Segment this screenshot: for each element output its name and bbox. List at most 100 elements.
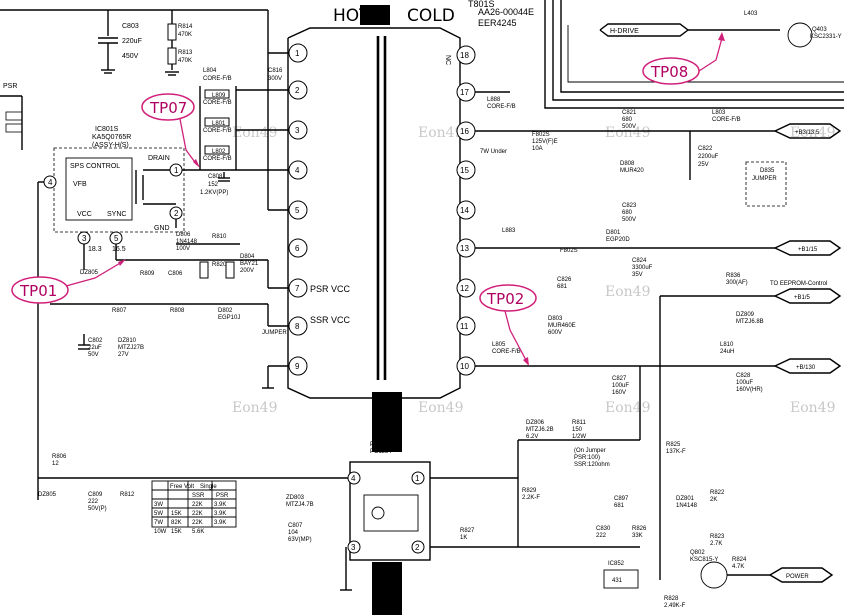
- svg-text:CORE-F/B: CORE-F/B: [492, 349, 521, 355]
- svg-text:L803: L803: [712, 110, 726, 116]
- error-amp: DZ806 MTZJ6.2B 6.2V R811 150 1/2W (On Ju…: [460, 420, 834, 609]
- tp02-callout: TP02: [479, 284, 537, 366]
- tp01-callout: TP01: [11, 259, 126, 304]
- svg-text:5.6K: 5.6K: [192, 529, 204, 535]
- svg-text:16.5: 16.5: [112, 246, 126, 253]
- svg-text:200V: 200V: [240, 268, 254, 274]
- svg-text:R822: R822: [710, 490, 725, 496]
- svg-text:GND: GND: [154, 225, 170, 232]
- svg-text:EGP10J: EGP10J: [218, 315, 240, 321]
- svg-text:Single: Single: [200, 484, 217, 490]
- svg-text:35V: 35V: [632, 272, 643, 278]
- svg-text:R825: R825: [666, 442, 681, 448]
- svg-text:L805: L805: [492, 342, 506, 348]
- svg-text:7W: 7W: [154, 520, 163, 526]
- svg-text:MUR420: MUR420: [620, 168, 644, 174]
- svg-text:C808: C808: [208, 174, 223, 180]
- svg-text:ZD803: ZD803: [286, 495, 305, 501]
- svg-text:6.2V: 6.2V: [526, 434, 538, 440]
- eeprom-label: TO EEPROM-Control: [770, 281, 827, 287]
- svg-text:C807: C807: [288, 523, 303, 529]
- svg-text:L802: L802: [212, 149, 226, 155]
- hot-cold-block: [360, 5, 390, 25]
- svg-text:125V(F)E: 125V(F)E: [532, 139, 558, 145]
- svg-text:IC801S: IC801S: [95, 126, 119, 133]
- ferrite-beads: L804 CORE-F/B L809 CORE-F/B L801 CORE-F/…: [180, 68, 289, 196]
- svg-text:5W: 5W: [154, 511, 163, 517]
- svg-text:3: 3: [82, 234, 87, 243]
- svg-text:300(AF): 300(AF): [726, 280, 748, 286]
- svg-text:4: 4: [295, 166, 300, 175]
- svg-text:681: 681: [557, 284, 568, 290]
- svg-text:222: 222: [88, 499, 99, 505]
- svg-text:C827: C827: [612, 376, 627, 382]
- svg-text:R824: R824: [732, 557, 747, 563]
- svg-text:D801: D801: [606, 230, 621, 236]
- svg-text:160V: 160V: [612, 390, 626, 396]
- svg-text:L810: L810: [720, 342, 734, 348]
- left-edge-parts: [0, 95, 23, 150]
- net-b130: +B/130: [796, 365, 816, 371]
- svg-text:25V: 25V: [698, 162, 709, 168]
- svg-text:R823: R823: [710, 534, 725, 540]
- vcc-network: D806 1N4148 100V R810 R820 D804 BAY21 20…: [50, 232, 289, 389]
- svg-text:R826: R826: [632, 526, 647, 532]
- svg-text:3.9K: 3.9K: [214, 502, 226, 508]
- svg-text:C824: C824: [632, 258, 647, 264]
- bulk-cap-section: C803 220uF 450V R814 470K R813 470K C816…: [0, 9, 289, 211]
- svg-text:DRAIN: DRAIN: [148, 155, 170, 162]
- svg-text:D802: D802: [218, 308, 233, 314]
- svg-text:600V: 600V: [548, 330, 562, 336]
- svg-text:(ASSY-H/S): (ASSY-H/S): [92, 142, 129, 149]
- tp08-label: TP08: [650, 63, 688, 81]
- svg-text:4.7K: 4.7K: [732, 564, 744, 570]
- svg-text:KSC815-Y: KSC815-Y: [690, 557, 718, 563]
- svg-text:1.2KV(PP): 1.2KV(PP): [200, 190, 228, 196]
- watermarks: Eon49 Eon49 Eon49 Eon49 Eon49 Eon49 Eon4…: [232, 125, 835, 416]
- svg-text:DZ809: DZ809: [736, 312, 755, 318]
- nc-label: NC: [444, 55, 451, 65]
- svg-text:2200uF: 2200uF: [698, 154, 719, 160]
- tp02-label: TP02: [486, 290, 524, 308]
- svg-text:R811: R811: [572, 420, 587, 426]
- svg-text:Q802: Q802: [690, 550, 705, 556]
- svg-text:14: 14: [460, 206, 469, 215]
- cold-label: COLD: [407, 6, 455, 26]
- svg-text:BAY21: BAY21: [240, 261, 259, 267]
- svg-text:1K: 1K: [460, 535, 467, 541]
- svg-text:D806: D806: [176, 232, 191, 238]
- svg-text:R810: R810: [212, 234, 227, 240]
- psr-vcc-label: PSR VCC: [310, 284, 351, 294]
- svg-text:L809: L809: [212, 93, 226, 99]
- svg-text:KSC2331-Y: KSC2331-Y: [810, 34, 842, 40]
- svg-text:500V: 500V: [622, 124, 636, 130]
- resistor-table: Free Volt Single SSR PSR 3W 22K 3.9K 5W …: [151, 480, 237, 535]
- svg-text:7W Under: 7W Under: [480, 149, 507, 155]
- transformer-part-no: AA26-00044E: [478, 7, 534, 17]
- svg-text:Free Volt: Free Volt: [170, 484, 194, 490]
- svg-text:R827: R827: [460, 528, 475, 534]
- svg-text:5: 5: [114, 234, 119, 243]
- svg-text:VFB: VFB: [73, 181, 87, 188]
- svg-text:12: 12: [52, 461, 59, 467]
- svg-text:D835: D835: [760, 168, 775, 174]
- secondary-outputs: L888 CORE-F/B L803 CORE-F/B C821 680 500…: [475, 91, 842, 580]
- svg-text:500V: 500V: [622, 217, 636, 223]
- svg-text:15K: 15K: [171, 529, 182, 535]
- svg-text:C826: C826: [557, 277, 572, 283]
- svg-text:50V: 50V: [88, 352, 99, 358]
- svg-text:CORE-F/B: CORE-F/B: [203, 76, 232, 82]
- svg-text:C803: C803: [122, 23, 139, 30]
- net-b1: +B1/15: [798, 247, 818, 253]
- svg-text:1: 1: [295, 49, 300, 58]
- svg-text:R820: R820: [212, 262, 227, 268]
- svg-text:EGP20D: EGP20D: [606, 237, 630, 243]
- svg-text:137K-F: 137K-F: [666, 449, 686, 455]
- svg-text:1: 1: [415, 474, 420, 483]
- svg-text:22K: 22K: [192, 520, 203, 526]
- svg-text:DZ810: DZ810: [118, 338, 137, 344]
- svg-text:C822: C822: [698, 146, 713, 152]
- svg-text:CORE-F/B: CORE-F/B: [203, 100, 232, 106]
- svg-text:SSR:120ohm: SSR:120ohm: [574, 462, 610, 468]
- svg-text:18: 18: [460, 51, 469, 60]
